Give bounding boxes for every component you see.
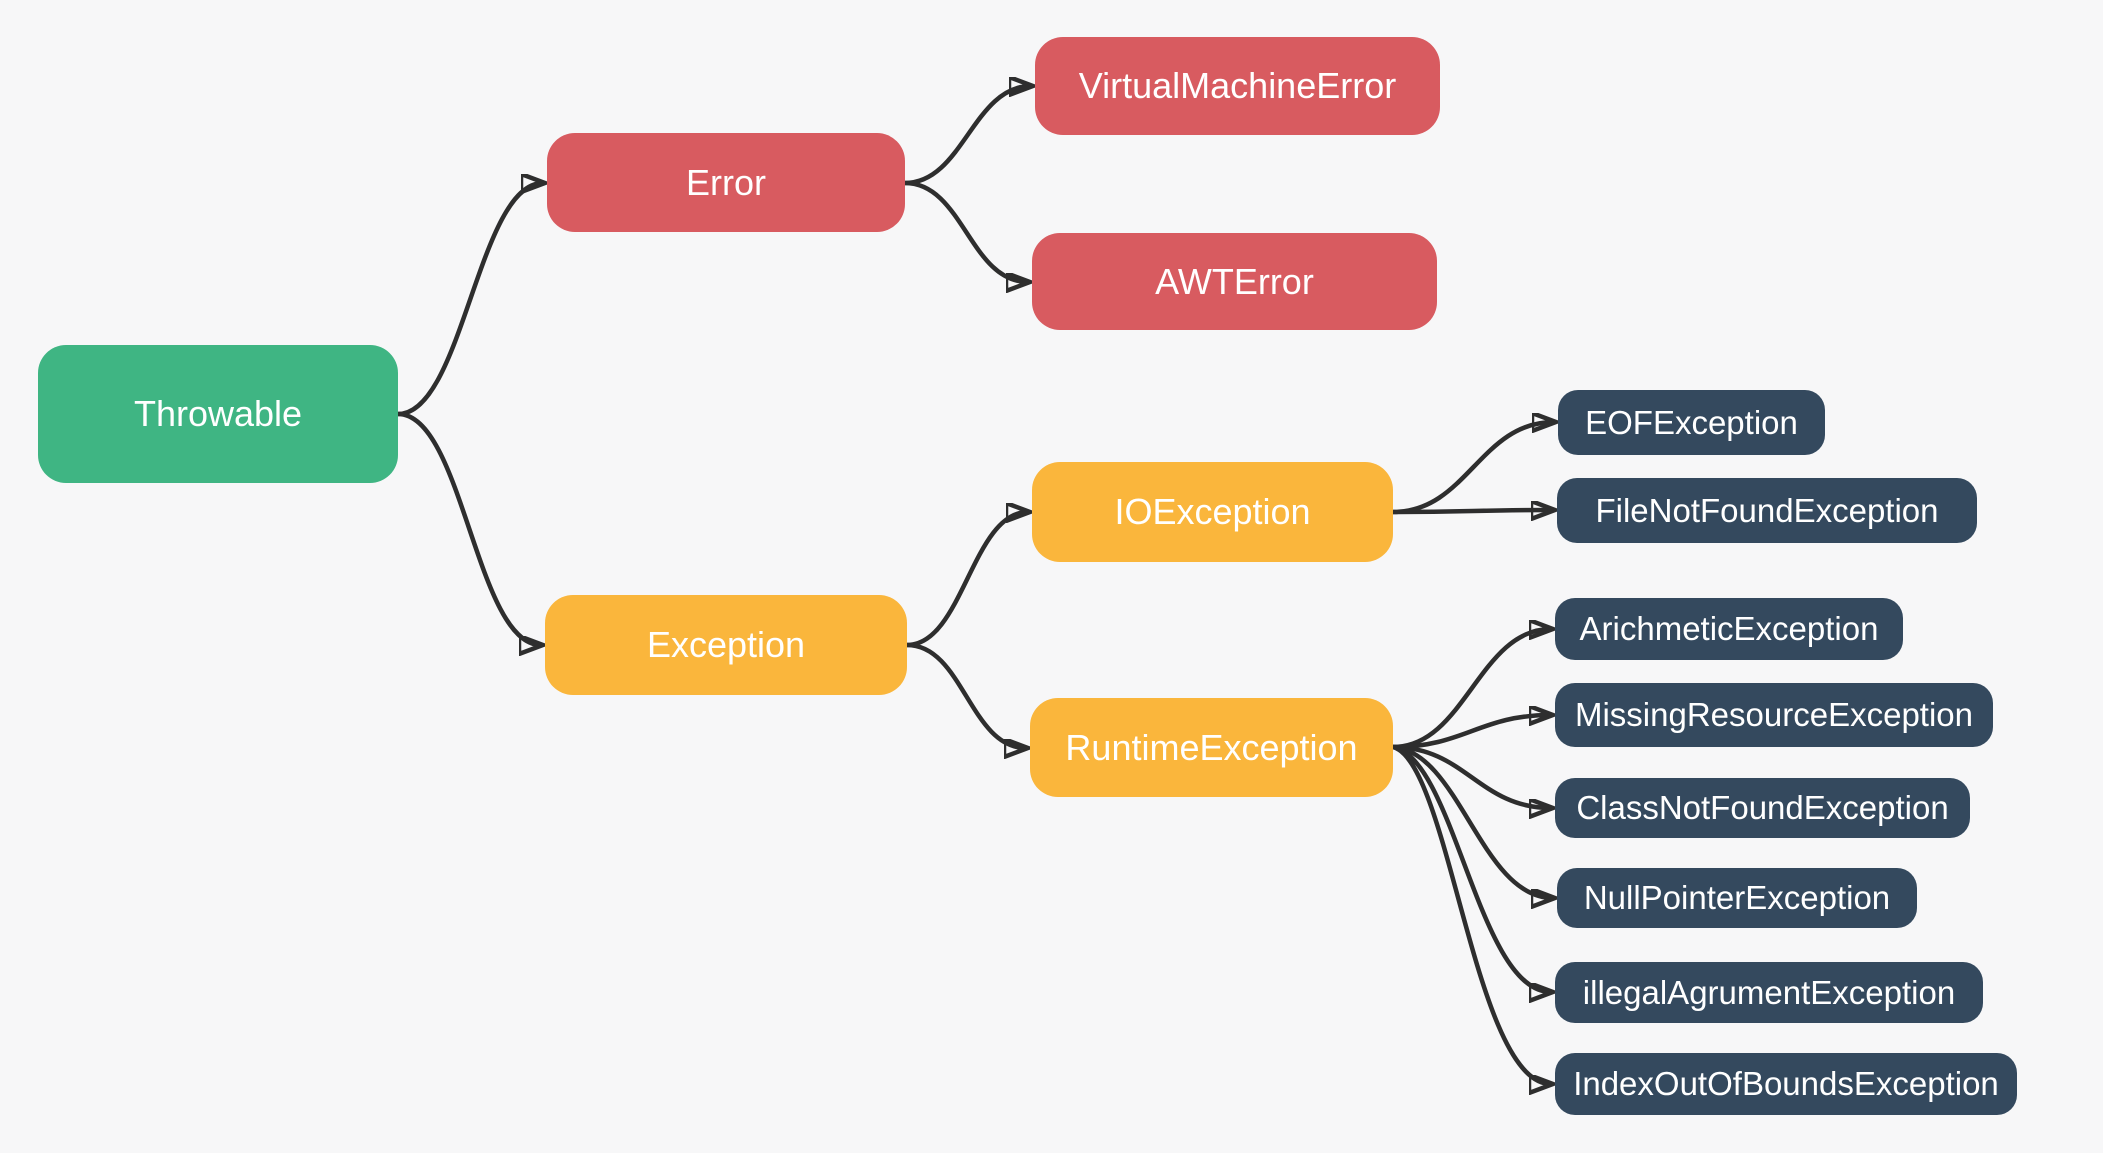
edge-runtimeexception-indexoutofboundsexception [1392, 744, 1551, 1084]
node-exception[interactable]: Exception [545, 595, 907, 695]
edge-throwable-error [397, 183, 543, 417]
edge-runtimeexception-arichmeticexception [1392, 629, 1551, 750]
edge-runtimeexception-illegalagrumentexception [1392, 744, 1551, 992]
edge-runtimeexception-classnotfoundexception [1392, 744, 1551, 808]
node-null-pointer-exception[interactable]: NullPointerException [1557, 868, 1917, 928]
node-illegal-agrument-exception[interactable]: illegalAgrumentException [1555, 962, 1983, 1023]
edge-throwable-exception [397, 411, 541, 645]
node-error[interactable]: Error [547, 133, 905, 232]
node-index-out-of-bounds-exception[interactable]: IndexOutOfBoundsException [1555, 1053, 2017, 1115]
node-file-not-found-exception[interactable]: FileNotFoundException [1557, 478, 1977, 543]
node-missing-resource-exception[interactable]: MissingResourceException [1555, 683, 1993, 747]
edge-ioexception-eofexception [1392, 422, 1554, 515]
node-virtual-machine-error[interactable]: VirtualMachineError [1035, 37, 1440, 135]
node-arichmetic-exception[interactable]: ArichmeticException [1555, 598, 1903, 660]
edge-exception-ioexception [906, 512, 1028, 648]
node-class-not-found-exception[interactable]: ClassNotFoundException [1555, 778, 1970, 838]
node-io-exception[interactable]: IOException [1032, 462, 1393, 562]
edge-runtimeexception-nullpointerexception [1392, 744, 1553, 898]
node-awt-error[interactable]: AWTError [1032, 233, 1437, 330]
edge-ioexception-filenotfoundexception [1392, 510, 1553, 512]
node-throwable[interactable]: Throwable [38, 345, 398, 483]
node-runtime-exception[interactable]: RuntimeException [1030, 698, 1393, 797]
edge-error-virtualmachineerror [904, 86, 1031, 186]
edge-runtimeexception-missingresourceexception [1392, 715, 1551, 750]
node-eof-exception[interactable]: EOFException [1558, 390, 1825, 455]
edge-exception-runtimeexception [906, 642, 1026, 748]
edge-error-awterror [904, 180, 1028, 282]
